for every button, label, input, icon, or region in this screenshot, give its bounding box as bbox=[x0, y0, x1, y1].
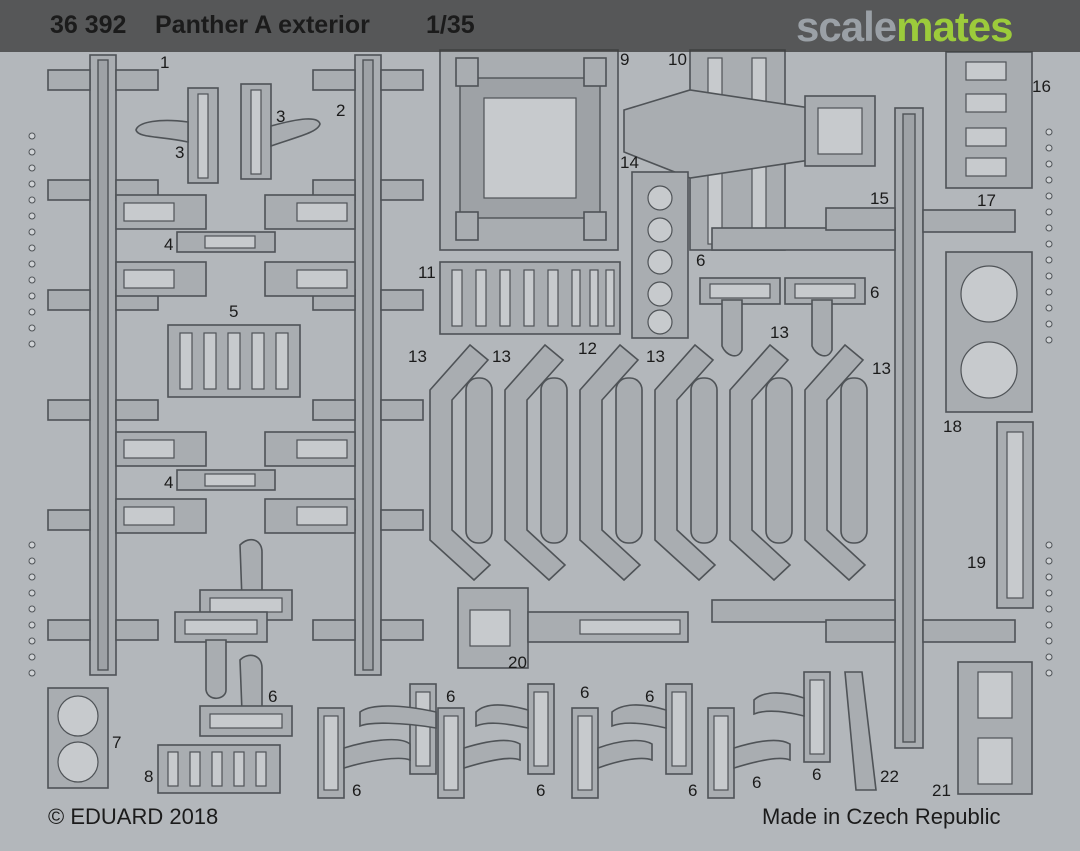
part-6-bottom-groups bbox=[317, 671, 831, 799]
logo-part-2: mates bbox=[896, 3, 1013, 50]
product-code: 36 392 bbox=[50, 11, 127, 39]
logo-part-1: scale bbox=[796, 3, 897, 50]
part-label-17: 17 bbox=[977, 191, 996, 210]
part-label-6i: 6 bbox=[688, 781, 697, 800]
part-14-crescents bbox=[631, 171, 689, 339]
part-20-bar bbox=[457, 587, 689, 669]
part-number-labels: 1 2 3 3 4 4 5 6 6 6 6 6 6 6 6 6 6 6 7 8 … bbox=[112, 50, 1051, 800]
part-6-left-group bbox=[174, 538, 293, 737]
part-2-rail bbox=[312, 54, 424, 676]
part-label-11: 11 bbox=[418, 263, 436, 282]
part-label-6c: 6 bbox=[580, 683, 589, 702]
part-21-plate bbox=[957, 661, 1033, 795]
part-label-9: 9 bbox=[620, 50, 629, 69]
part-label-2: 2 bbox=[336, 101, 345, 120]
part-11-clips bbox=[439, 261, 621, 335]
scalemates-logo: scalemates bbox=[796, 3, 1014, 51]
part-label-6e: 6 bbox=[696, 251, 705, 270]
part-label-1: 1 bbox=[160, 53, 169, 72]
origin-text: Made in Czech Republic bbox=[762, 804, 1001, 829]
part-16-17-group bbox=[945, 51, 1033, 189]
part-label-6k: 6 bbox=[812, 765, 821, 784]
part-label-20: 20 bbox=[508, 653, 527, 672]
part-label-6a: 6 bbox=[268, 687, 277, 706]
part-label-15: 15 bbox=[870, 189, 889, 208]
part-5-clips bbox=[167, 324, 301, 398]
part-label-13d: 13 bbox=[770, 323, 789, 342]
part-label-3b: 3 bbox=[276, 107, 285, 126]
part-label-6j: 6 bbox=[752, 773, 761, 792]
part-label-6h: 6 bbox=[536, 781, 545, 800]
part-label-13a: 13 bbox=[408, 347, 427, 366]
product-name: Panther A exterior bbox=[155, 11, 370, 39]
part-9-frame bbox=[439, 49, 619, 251]
part-label-21: 21 bbox=[932, 781, 951, 800]
part-8-clips bbox=[157, 744, 281, 794]
part-label-5: 5 bbox=[229, 302, 238, 321]
part-label-6d: 6 bbox=[645, 687, 654, 706]
part-10-bracket bbox=[623, 49, 876, 251]
part-22-strip bbox=[844, 671, 877, 791]
part-1-rail bbox=[47, 54, 159, 676]
part-13-strips bbox=[429, 343, 868, 582]
part-label-13e: 13 bbox=[872, 359, 891, 378]
left-edge-holes bbox=[28, 132, 36, 677]
right-edge-holes bbox=[1045, 128, 1053, 677]
copyright-text: © EDUARD 2018 bbox=[48, 804, 219, 829]
part-18-discs bbox=[945, 251, 1033, 413]
part-label-19: 19 bbox=[967, 553, 986, 572]
part-label-3a: 3 bbox=[175, 143, 184, 162]
part-15-rails bbox=[711, 107, 1016, 749]
part-label-4b: 4 bbox=[164, 473, 173, 492]
part-label-12: 12 bbox=[578, 339, 597, 358]
part-label-13c: 13 bbox=[646, 347, 665, 366]
part-4-strips bbox=[176, 231, 276, 491]
part-label-8: 8 bbox=[144, 767, 153, 786]
part-label-14: 14 bbox=[620, 153, 639, 172]
part-label-6f: 6 bbox=[870, 283, 879, 302]
title-bar bbox=[0, 0, 1080, 52]
part-3-hooks bbox=[135, 83, 321, 184]
part-6-upper-mid bbox=[699, 277, 866, 357]
part-label-13b: 13 bbox=[492, 347, 511, 366]
part-label-6g: 6 bbox=[352, 781, 361, 800]
part-7-discs bbox=[47, 687, 109, 789]
part-label-18: 18 bbox=[943, 417, 962, 436]
product-scale: 1/35 bbox=[426, 11, 475, 39]
part-label-4a: 4 bbox=[164, 235, 173, 254]
part-label-7: 7 bbox=[112, 733, 121, 752]
rail-connector-blocks bbox=[115, 194, 356, 534]
part-label-10: 10 bbox=[668, 50, 687, 69]
part-label-22: 22 bbox=[880, 767, 899, 786]
part-label-6b: 6 bbox=[446, 687, 455, 706]
part-19-strip bbox=[996, 421, 1034, 609]
part-label-16: 16 bbox=[1032, 77, 1051, 96]
